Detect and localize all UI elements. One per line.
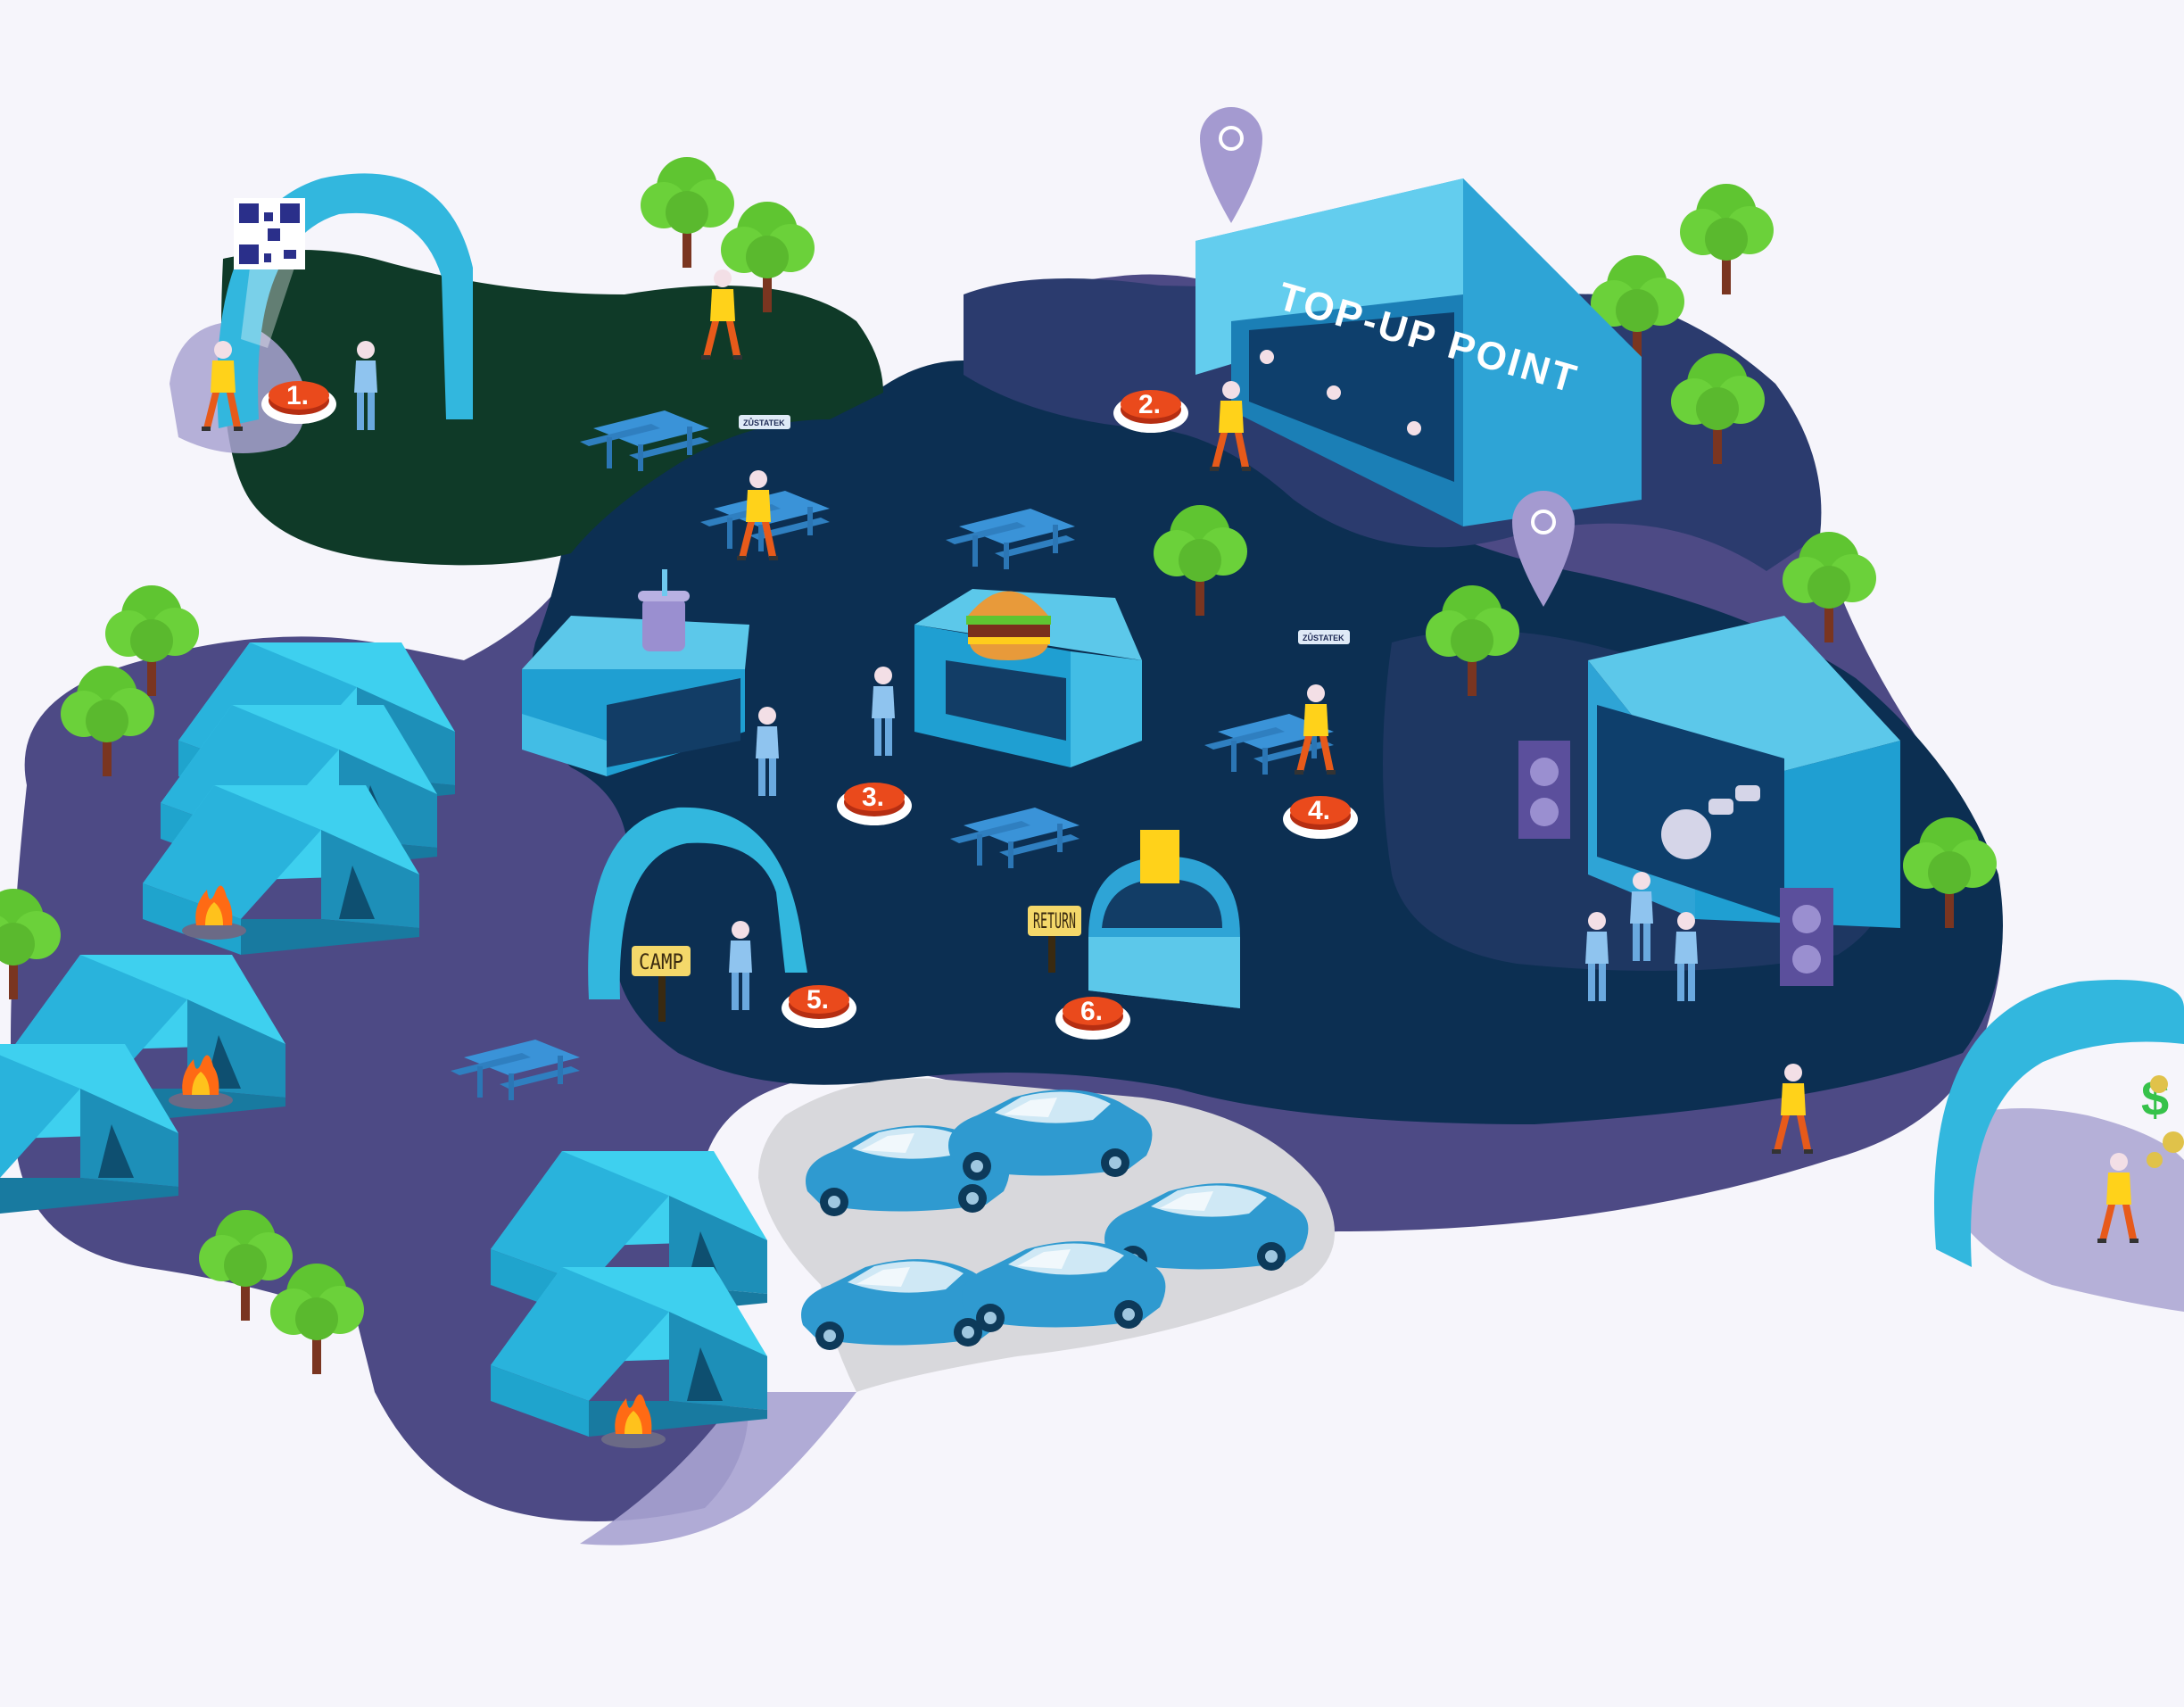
return-sign: RETURN [1028, 906, 1081, 973]
burger-icon [966, 591, 1051, 660]
step-1-button[interactable]: 1. [261, 381, 336, 424]
dollar-icon: $ [2141, 1070, 2184, 1168]
drink-cup-icon [638, 569, 690, 651]
tree [1680, 184, 1774, 294]
exit-arch-right [1934, 980, 2184, 1267]
step-5-button[interactable]: 5. [782, 985, 856, 1028]
step-3-label: 3. [862, 783, 884, 812]
camp-arch [588, 807, 807, 999]
speaker [1518, 741, 1570, 839]
step-4-button[interactable]: 4. [1283, 796, 1358, 839]
step-3-button[interactable]: 3. [837, 783, 912, 825]
step-5-label: 5. [807, 985, 829, 1015]
camp-sign-text: CAMP [639, 949, 683, 974]
step-2-button[interactable]: 2. [1113, 390, 1188, 433]
top-up-point-tent: TOP-UP POINT [1195, 178, 1642, 526]
return-stand [1088, 830, 1240, 1008]
step-6-button[interactable]: 6. [1055, 997, 1130, 1040]
balance-label-text: ZŮSTATEK [743, 418, 785, 427]
step-2-label: 2. [1138, 390, 1161, 419]
location-pin-icon [1198, 105, 1264, 225]
return-sign-text: RETURN [1033, 908, 1076, 933]
step-4-label: 4. [1308, 796, 1330, 825]
drinks-stand [522, 616, 749, 776]
step-1-label: 1. [286, 381, 309, 410]
balance-label: ZŮSTATEK [739, 415, 790, 429]
qr-code-icon [234, 198, 305, 269]
ground-green-path [221, 250, 883, 566]
music-stage [1588, 616, 1900, 928]
balance-label: ZŮSTATEK [1298, 630, 1350, 644]
tree [641, 157, 734, 268]
camp-sign: CAMP [632, 946, 691, 1022]
step-6-label: 6. [1080, 997, 1103, 1026]
parking-access-path [580, 1392, 856, 1545]
balance-label-text: ZŮSTATEK [1303, 633, 1344, 642]
speaker [1780, 888, 1833, 986]
